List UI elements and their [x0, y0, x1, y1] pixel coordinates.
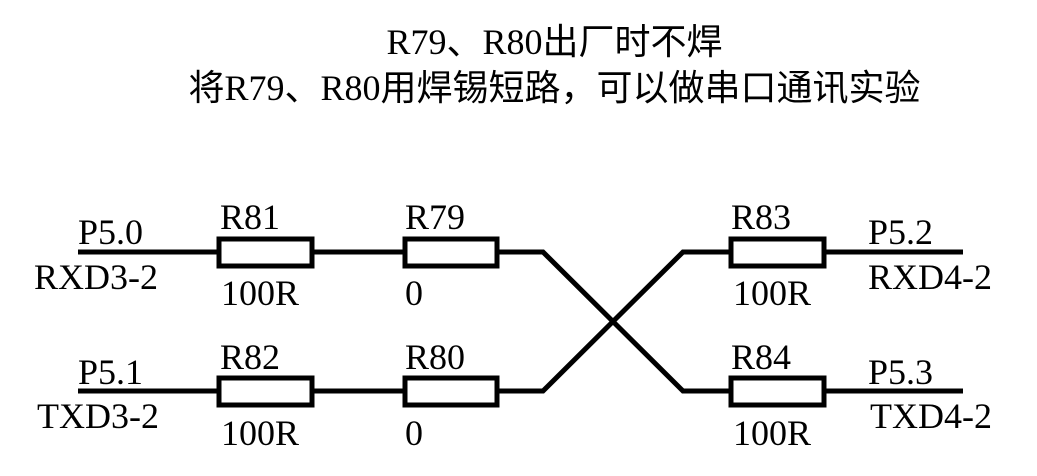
title-line-2: 将R79、R80用焊锡短路，可以做串口通讯实验 — [188, 68, 921, 108]
resistor-r79 — [402, 236, 500, 269]
value-r82: 100R — [221, 413, 299, 453]
signal-label-rxd4-2: RXD4-2 — [868, 257, 992, 297]
ref-r83: R83 — [731, 197, 791, 237]
value-r81: 100R — [221, 273, 299, 313]
value-r84: 100R — [733, 413, 811, 453]
resistor-r81 — [216, 236, 315, 269]
ref-r84: R84 — [731, 337, 791, 377]
signal-label-rxd3-2: RXD3-2 — [34, 257, 158, 297]
port-label-p51: P5.1 — [78, 352, 143, 392]
value-r79: 0 — [405, 273, 423, 313]
port-label-p53: P5.3 — [868, 352, 933, 392]
resistor-r83 — [728, 236, 827, 269]
signal-label-txd3-2: TXD3-2 — [37, 396, 159, 436]
value-r80: 0 — [405, 413, 423, 453]
ref-r81: R81 — [220, 197, 280, 237]
signal-label-txd4-2: TXD4-2 — [870, 396, 992, 436]
resistor-r82 — [216, 375, 315, 408]
ref-r80: R80 — [405, 337, 465, 377]
resistor-r80 — [402, 375, 500, 408]
port-label-p50: P5.0 — [78, 212, 143, 252]
title-line-1: R79、R80出厂时不焊 — [386, 22, 723, 62]
resistor-r84 — [728, 375, 827, 408]
value-r83: 100R — [733, 273, 811, 313]
ref-r79: R79 — [405, 197, 465, 237]
port-label-p52: P5.2 — [868, 212, 933, 252]
ref-r82: R82 — [220, 337, 280, 377]
wire-r80-cross-to-r83 — [498, 249, 730, 394]
